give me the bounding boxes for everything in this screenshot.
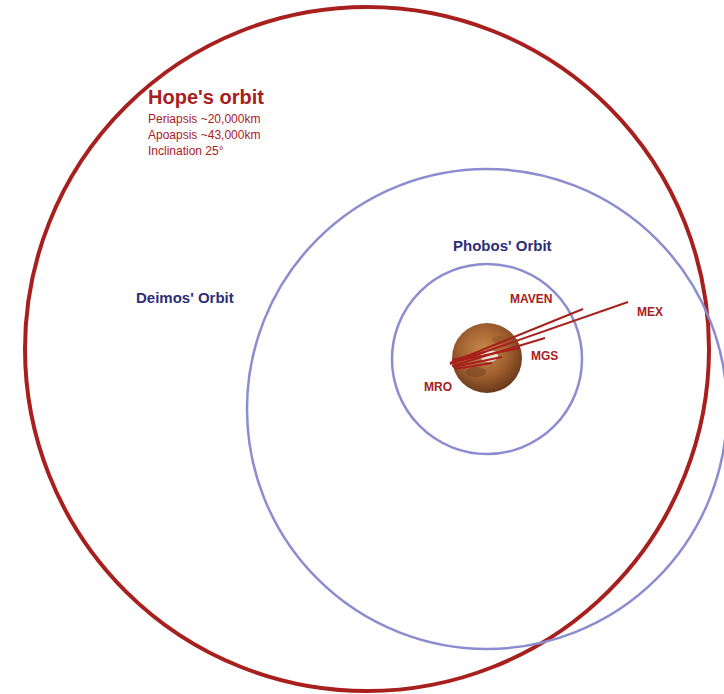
spacecraft-label: MEX bbox=[637, 306, 663, 320]
spacecraft-orbit-lines bbox=[450, 302, 628, 369]
orbit-heading: Hope's orbit bbox=[148, 86, 264, 109]
hope-orbit-circle bbox=[25, 7, 709, 691]
spacecraft-label: MAVEN bbox=[510, 293, 552, 307]
orbit-label: Phobos' Orbit bbox=[453, 237, 552, 254]
mars-planet bbox=[452, 323, 522, 393]
deimos-orbit-circle bbox=[247, 169, 724, 649]
orbit-label: Deimos' Orbit bbox=[136, 289, 234, 306]
orbit-parameter: Inclination 25° bbox=[148, 145, 224, 159]
orbit-parameter: Periapsis ~20,000km bbox=[148, 113, 260, 127]
phobos-orbit-circle bbox=[392, 264, 582, 454]
spacecraft-label: MRO bbox=[424, 381, 452, 395]
orbit-parameter: Apoapsis ~43,000km bbox=[148, 129, 260, 143]
spacecraft-label: MGS bbox=[531, 350, 558, 364]
